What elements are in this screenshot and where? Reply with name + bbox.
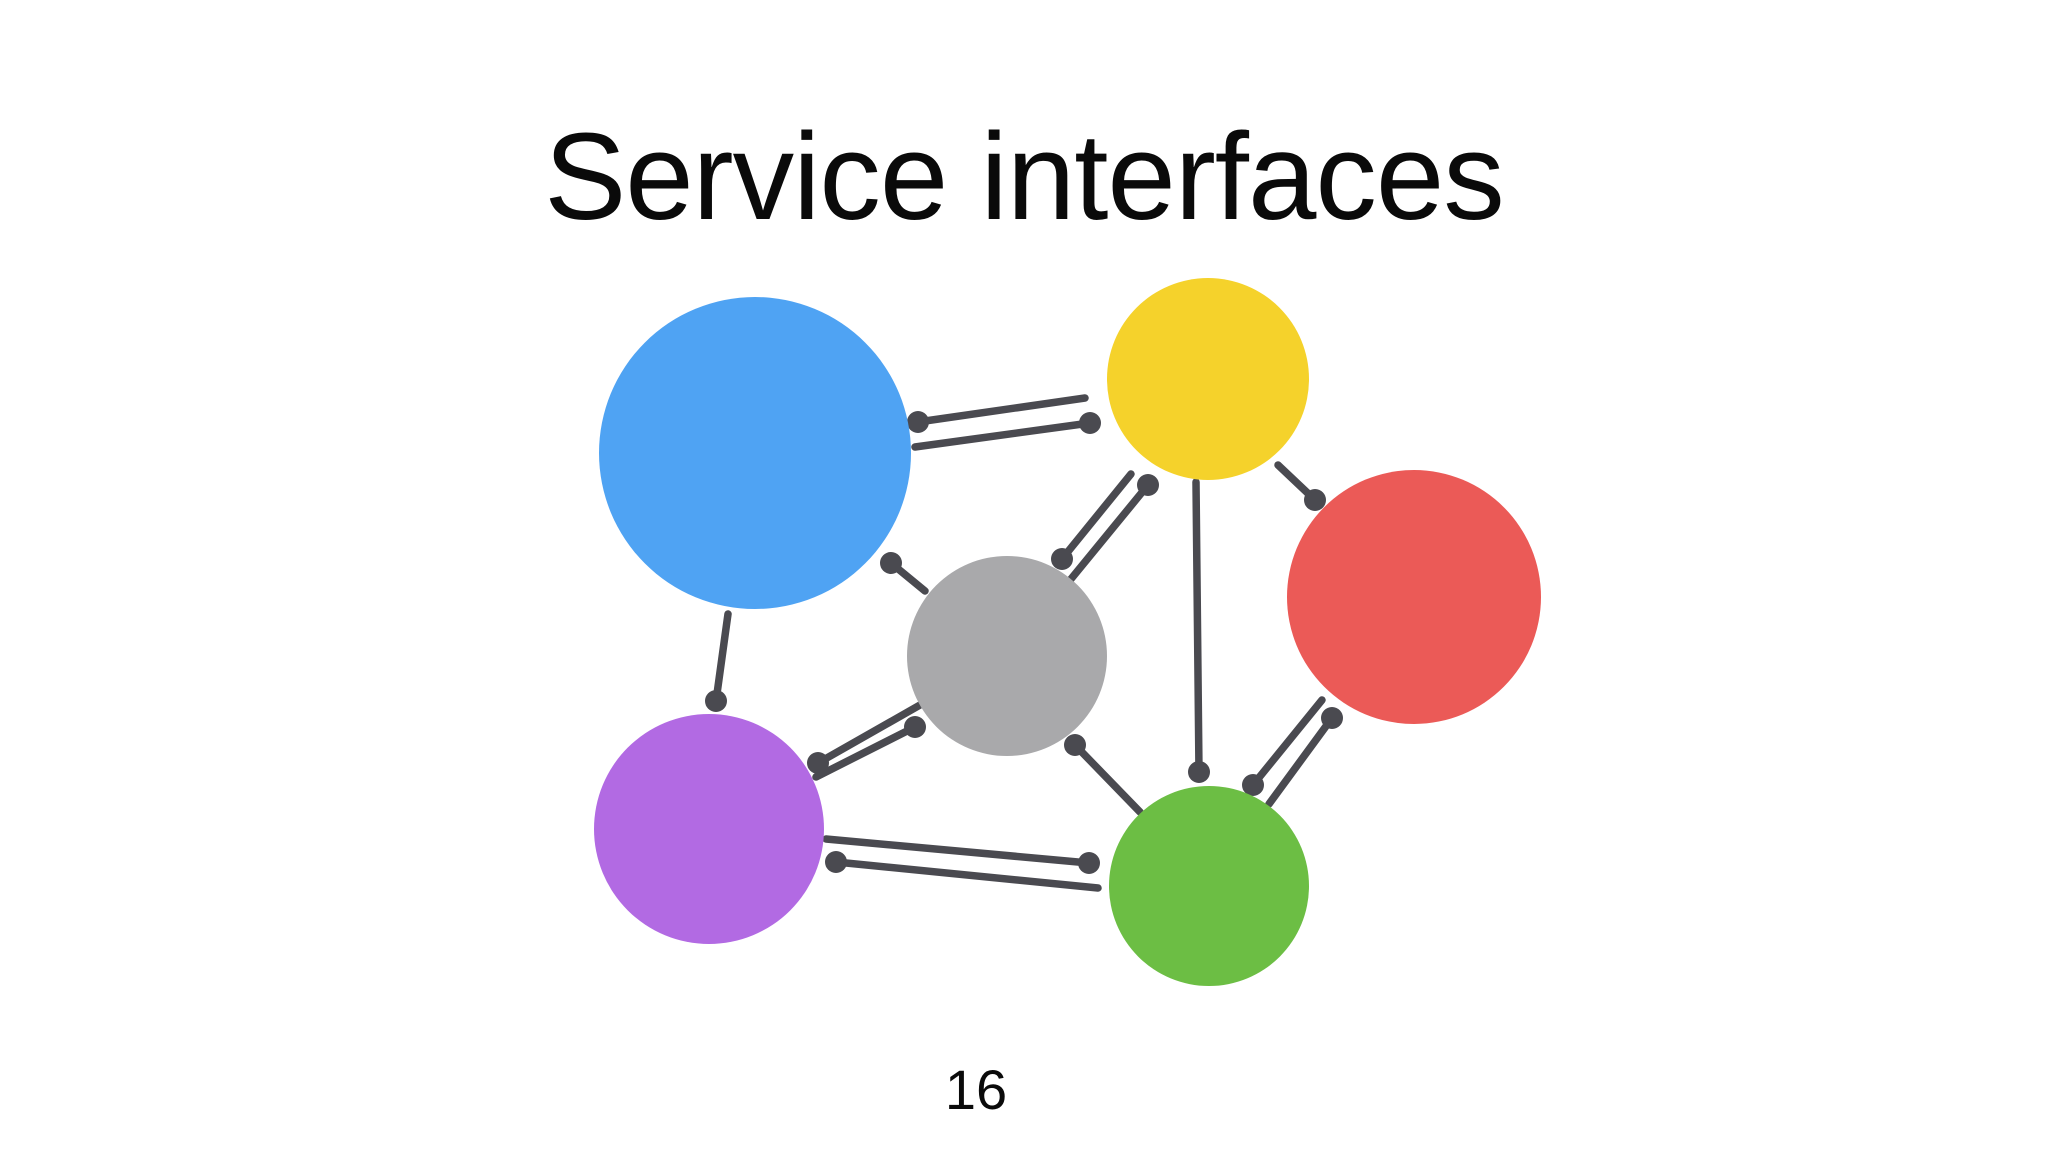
arrow-dot-green-service-to-red-service	[1321, 707, 1343, 729]
edge-green-service-to-purple-service	[832, 858, 1102, 892]
node-yellow-service	[1107, 278, 1309, 480]
edge-yellow-service-to-gray-service	[1058, 470, 1135, 563]
edge-yellow-service-to-green-service	[1192, 478, 1203, 776]
edge-red-service-to-green-service	[1249, 696, 1326, 789]
edge-gray-service-to-purple-service	[814, 701, 924, 767]
edge-green-service-to-red-service	[1265, 714, 1336, 808]
edge-blue-service-to-yellow-service	[911, 419, 1094, 451]
edge-yellow-service-to-blue-service	[914, 394, 1089, 426]
arrow-dot-yellow-service-to-red-service	[1304, 489, 1326, 511]
arrow-dot-yellow-service-to-green-service	[1188, 761, 1210, 783]
arrow-dot-gray-service-to-yellow-service	[1137, 474, 1159, 496]
arrow-dot-blue-service-to-purple-service	[705, 690, 727, 712]
arrow-dot-gray-service-to-blue-service	[880, 552, 902, 574]
page-number: 16	[944, 1058, 1008, 1121]
node-red-service	[1287, 470, 1541, 724]
arrow-dot-gray-service-to-purple-service	[807, 752, 829, 774]
node-gray-service	[907, 556, 1107, 756]
edge-gray-service-to-yellow-service	[1067, 481, 1152, 583]
arrow-dot-red-service-to-green-service	[1242, 774, 1264, 796]
edge-blue-service-to-purple-service	[712, 610, 732, 705]
arrow-dot-green-service-to-gray-service	[1064, 734, 1086, 756]
slide-title: Service interfaces	[544, 109, 1505, 246]
node-green-service	[1109, 786, 1309, 986]
arrow-dot-purple-service-to-gray-service	[904, 716, 926, 738]
edge-purple-service-to-gray-service	[812, 723, 919, 781]
node-blue-service	[599, 297, 911, 609]
edge-green-service-to-gray-service	[1071, 741, 1144, 816]
node-purple-service	[594, 714, 824, 944]
arrow-dot-blue-service-to-yellow-service	[1079, 412, 1101, 434]
arrow-dot-green-service-to-purple-service	[825, 851, 847, 873]
edge-purple-service-to-green-service	[822, 835, 1093, 867]
arrow-dot-purple-service-to-green-service	[1078, 852, 1100, 874]
arrow-dot-yellow-service-to-gray-service	[1051, 548, 1073, 570]
arrow-dot-yellow-service-to-blue-service	[907, 411, 929, 433]
